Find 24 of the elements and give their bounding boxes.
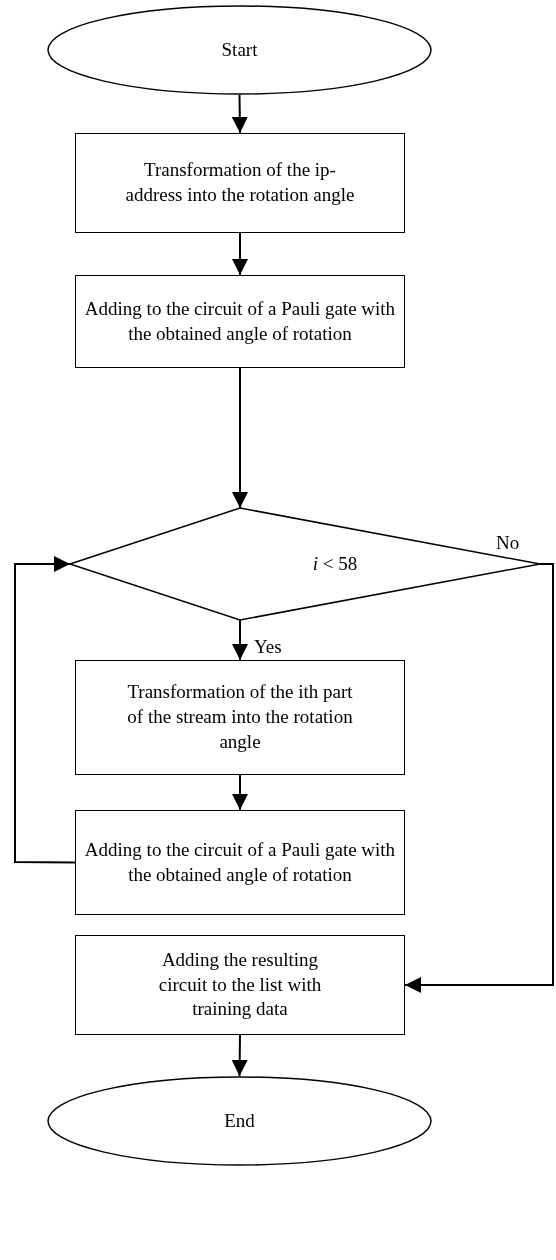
process-box [75, 275, 405, 368]
node-text: i < 58 [312, 551, 358, 576]
node-text: Adding to the circuit of a Pauli gate with the obtained angle of rotation [84, 296, 396, 346]
arrow [232, 232, 248, 276]
arrow [231, 1034, 248, 1077]
arrow [14, 556, 76, 864]
node-text: Adding to the circuit of a Pauli gate with the obtained angle of rotation [84, 837, 396, 887]
terminal-ellipse [47, 1076, 432, 1166]
arrow [232, 367, 248, 509]
node-text: Adding the resulting circuit to the list with training data [157, 947, 323, 1022]
node-text: Start [221, 37, 258, 62]
process-box [75, 133, 405, 233]
arrow [232, 774, 248, 811]
arrow [232, 619, 248, 661]
process-box [75, 935, 405, 1035]
node-text: Transformation of the ith part of the stream into the rotation angle [126, 680, 354, 754]
node-text: End [224, 1108, 255, 1133]
node-text: Transformation of the ip-address into the rotation angle [125, 158, 355, 207]
terminal-ellipse [47, 5, 432, 95]
arrow [231, 94, 248, 134]
decision-diamond [70, 508, 540, 620]
process-box [75, 660, 405, 775]
arrow [404, 563, 554, 993]
process-box [75, 810, 405, 915]
